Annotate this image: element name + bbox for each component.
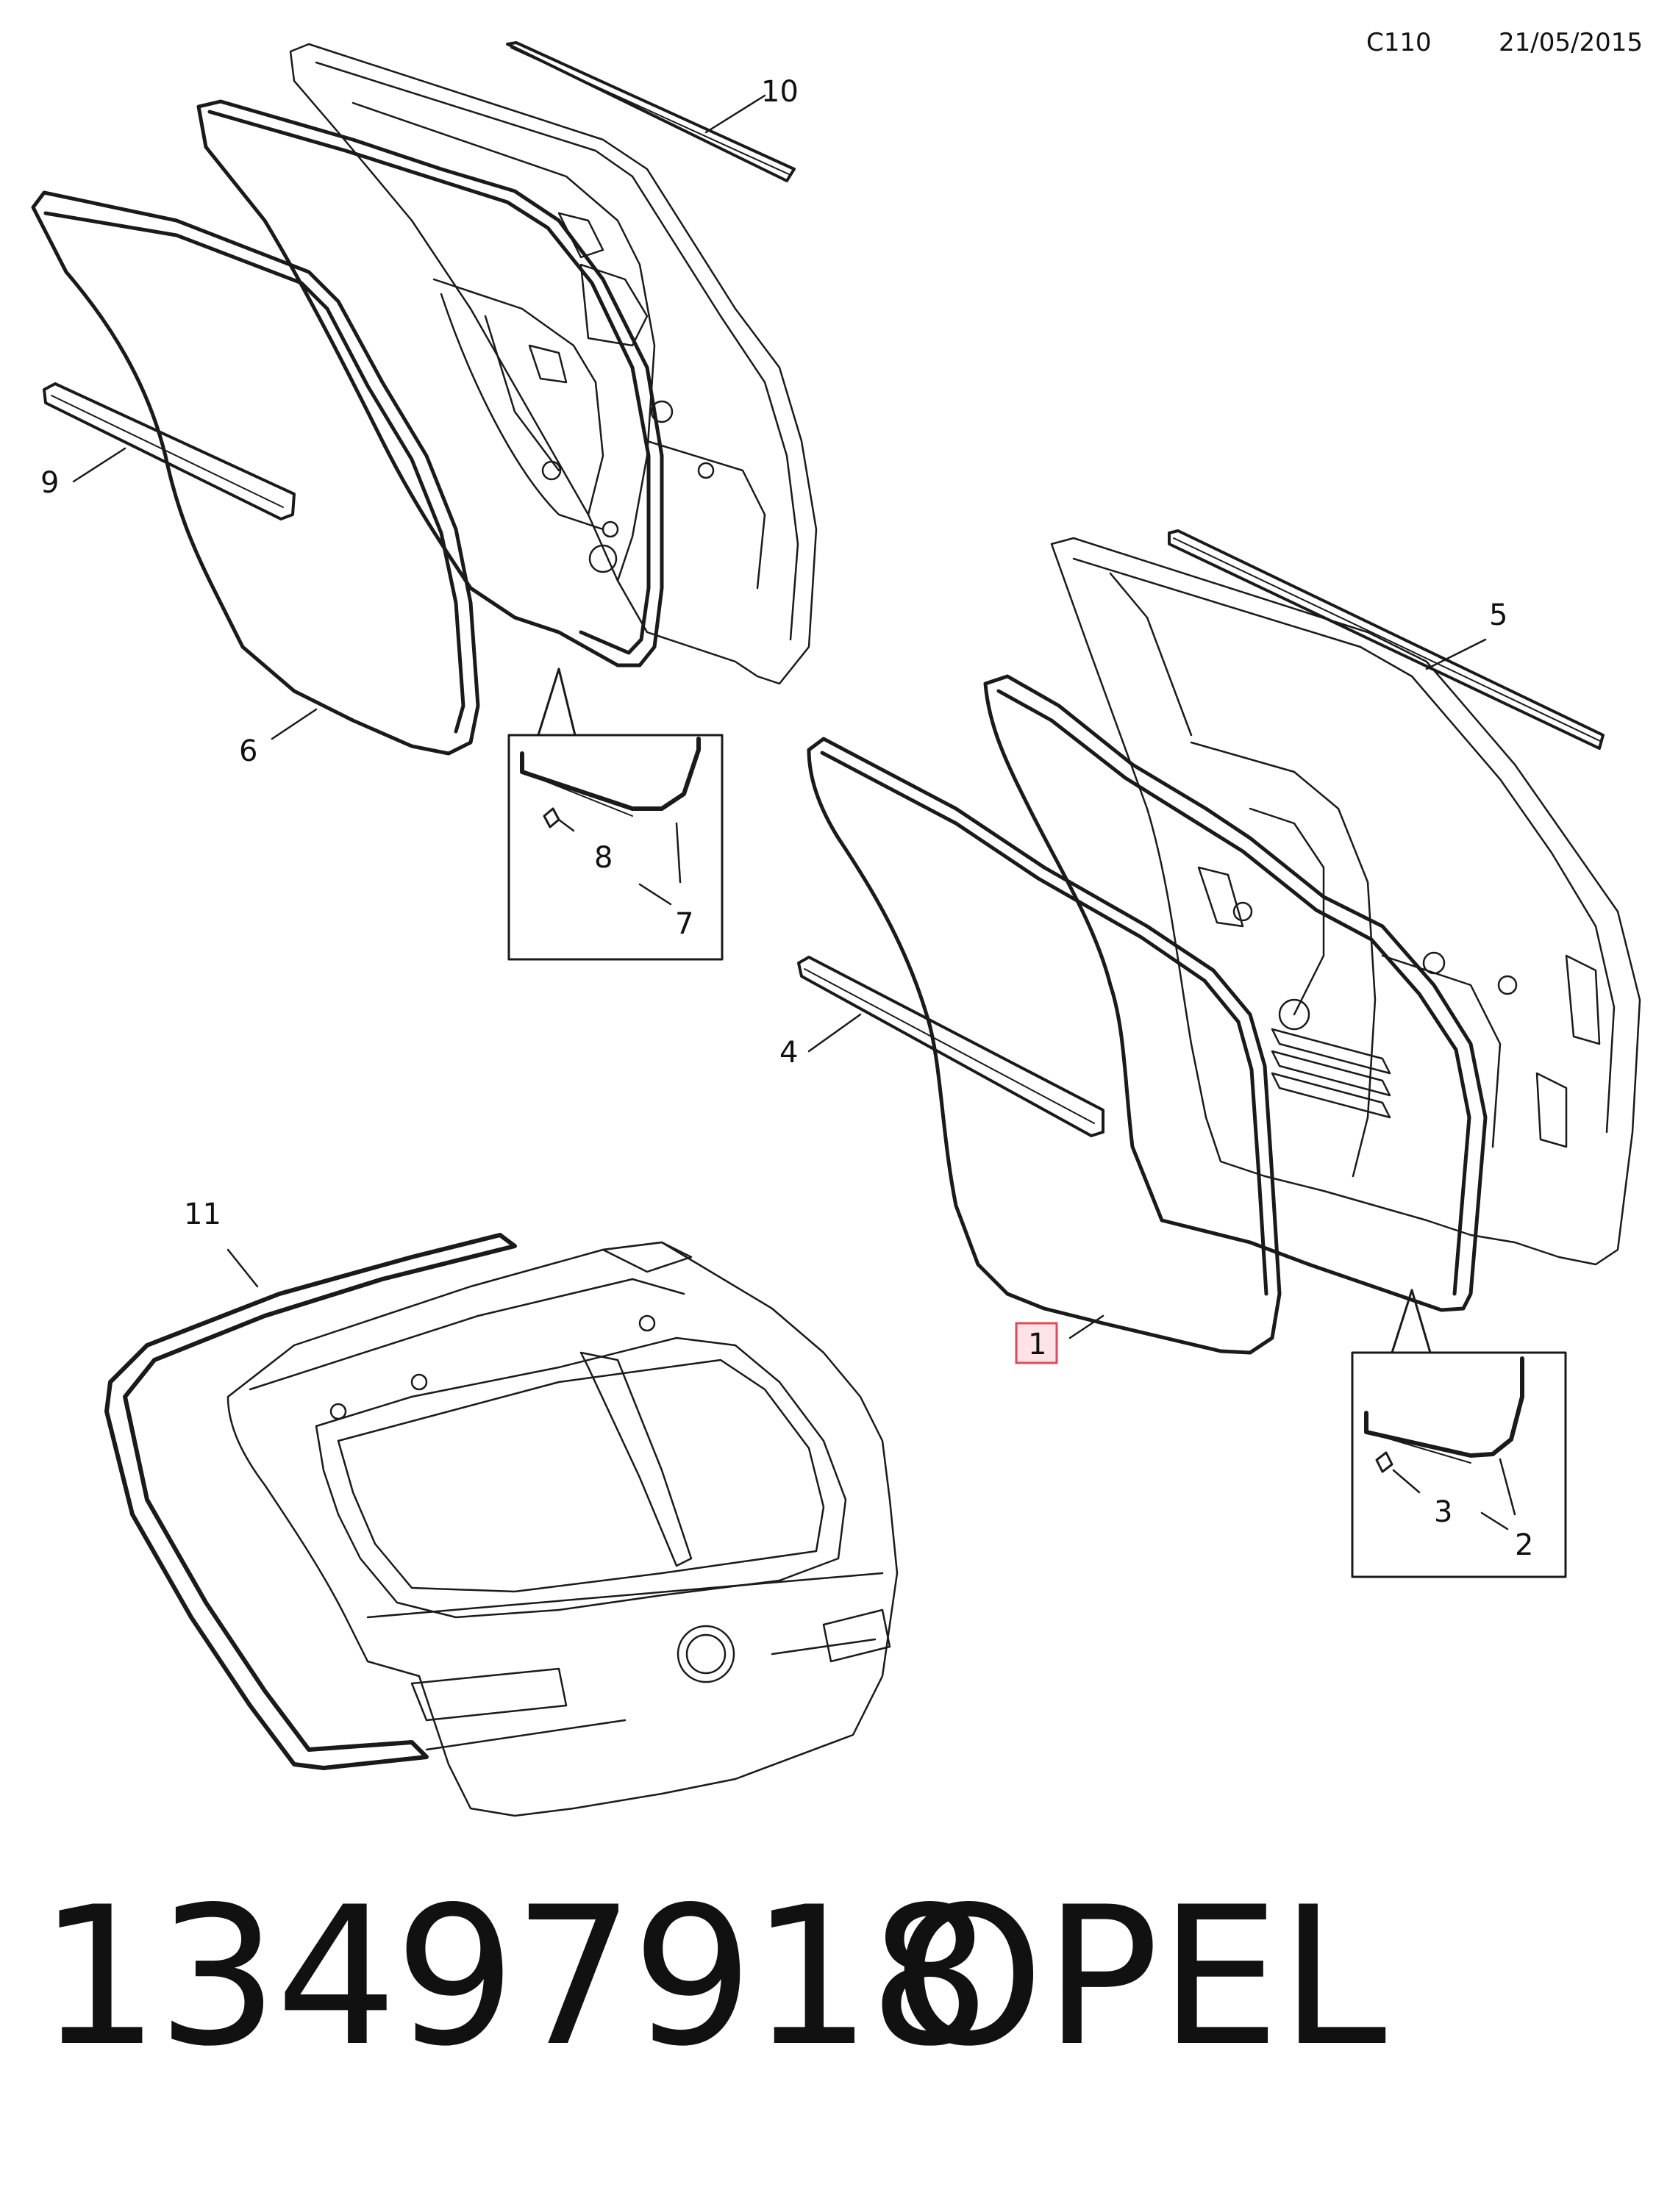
part-10-belt-molding xyxy=(506,41,796,182)
callout-11[interactable]: 11 xyxy=(184,1198,221,1231)
callout-8[interactable]: 8 xyxy=(594,841,613,875)
callout-2[interactable]: 2 xyxy=(1515,1528,1533,1562)
leader-lines xyxy=(72,94,1516,1531)
callout-6[interactable]: 6 xyxy=(239,734,257,768)
callout-1-highlight-box xyxy=(1015,1322,1058,1364)
tailgate-panel xyxy=(226,1241,899,1817)
callout-7[interactable]: 7 xyxy=(675,907,693,941)
part-number: 13497918 xyxy=(38,1866,991,2088)
part-11-tailgate-seal xyxy=(104,1233,517,1770)
part-4-belt-molding xyxy=(797,956,1104,1137)
part-7-door-seal xyxy=(196,99,664,667)
diagram-date: 21/05/2015 xyxy=(1499,28,1643,57)
part-6-door-seal xyxy=(31,190,480,756)
detail-box-front xyxy=(1351,1289,1567,1578)
front-door-panel xyxy=(1050,537,1641,1266)
callout-4[interactable]: 4 xyxy=(779,1036,798,1070)
callout-5[interactable]: 5 xyxy=(1489,598,1507,632)
part-9-belt-molding xyxy=(43,382,296,520)
diagram-code: C110 xyxy=(1366,28,1432,57)
callout-3[interactable]: 3 xyxy=(1434,1495,1452,1529)
detail-box-rear xyxy=(507,667,724,961)
part-5-belt-molding xyxy=(1168,529,1605,750)
callout-10[interactable]: 10 xyxy=(761,75,799,109)
part-2-door-seal xyxy=(983,674,1488,1312)
callout-1[interactable]: 1 xyxy=(1028,1328,1046,1361)
callout-9[interactable]: 9 xyxy=(40,466,59,500)
rear-door-panel xyxy=(289,43,818,685)
brand-name: OPEL xyxy=(893,1866,1387,2088)
